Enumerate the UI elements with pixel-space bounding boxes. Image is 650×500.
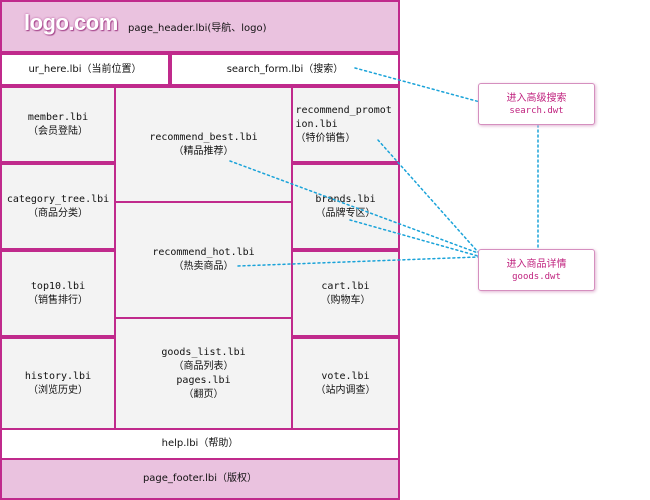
- recommend-promotion-desc: （特价销售）: [295, 132, 356, 144]
- goods-callout-file: goods.dwt: [512, 272, 561, 282]
- brands-desc: （品牌专区）: [315, 207, 376, 219]
- vote-desc: （站内调查）: [315, 384, 376, 396]
- goods-list-block: goods_list.lbi （商品列表） pages.lbi （翻页）: [114, 317, 293, 430]
- page-footer-block: page_footer.lbi（版权）: [0, 458, 400, 500]
- recommend-best-desc: （精品推荐）: [173, 145, 234, 157]
- search-callout-file: search.dwt: [509, 106, 564, 116]
- history-desc: （浏览历史）: [28, 384, 88, 396]
- goods-callout[interactable]: 进入商品详情 goods.dwt: [478, 249, 595, 291]
- page-header-block: logo.com page_header.lbi(导航、logo): [0, 0, 400, 53]
- top10-desc: （销售排行）: [28, 294, 88, 306]
- recommend-hot-name: recommend_hot.lbi: [152, 247, 255, 258]
- recommend-best-name: recommend_best.lbi: [149, 131, 258, 143]
- recommend-hot-desc: （热卖商品）: [173, 261, 234, 272]
- member-block: member.lbi （会员登陆）: [0, 86, 116, 163]
- brands-name: brands.lbi: [315, 193, 376, 205]
- link-search-form: [354, 67, 481, 103]
- member-name: member.lbi: [27, 111, 89, 123]
- ur-here-block: ur_here.lbi（当前位置）: [0, 53, 170, 86]
- member-desc: （会员登陆）: [28, 125, 88, 137]
- link-brands: [349, 219, 479, 257]
- cart-desc: （购物车）: [320, 294, 371, 306]
- category-tree-name: category_tree.lbi: [6, 193, 110, 205]
- page-footer-label: page_footer.lbi（版权）: [142, 473, 258, 484]
- brands-block: brands.lbi （品牌专区）: [291, 163, 400, 250]
- recommend-hot-block: recommend_hot.lbi （热卖商品）: [114, 201, 293, 319]
- vote-name: vote.lbi: [321, 370, 370, 382]
- recommend-best-block: recommend_best.lbi （精品推荐）: [114, 86, 293, 203]
- search-callout[interactable]: 进入高级搜索 search.dwt: [478, 83, 595, 125]
- recommend-promotion-name: recommend_promotion.lbi（特价销售）: [295, 104, 392, 144]
- goods-list-desc: （商品列表）: [173, 360, 234, 372]
- goods-list-name: goods_list.lbi: [161, 346, 246, 358]
- search-form-label: search_form.lbi（搜索）: [226, 63, 344, 75]
- cart-name: cart.lbi: [321, 280, 370, 292]
- link-recommend-best: [229, 160, 479, 254]
- goods-callout-title: 进入商品详情: [506, 259, 567, 270]
- ur-here-label: ur_here.lbi（当前位置）: [28, 63, 142, 75]
- search-callout-title: 进入高级搜索: [506, 93, 567, 104]
- cart-block: cart.lbi （购物车）: [291, 250, 400, 337]
- top10-block: top10.lbi （销售排行）: [0, 250, 116, 337]
- top10-name: top10.lbi: [30, 280, 86, 292]
- category-tree-block: category_tree.lbi （商品分类）: [0, 163, 116, 250]
- pages-name: pages.lbi: [176, 374, 231, 386]
- vote-block: vote.lbi （站内调查）: [291, 337, 400, 430]
- page-header-label: page_header.lbi(导航、logo): [128, 23, 267, 34]
- help-label: help.lbi（帮助）: [161, 438, 239, 449]
- logo: logo.com: [24, 10, 118, 35]
- link-recommend-hot: [237, 256, 479, 267]
- link-recommend-promotion: [377, 139, 479, 253]
- category-tree-desc: （商品分类）: [28, 207, 88, 219]
- history-name: history.lbi: [24, 370, 92, 382]
- pages-desc: （翻页）: [183, 388, 224, 400]
- recommend-promotion-block: recommend_promotion.lbi（特价销售）: [291, 86, 400, 163]
